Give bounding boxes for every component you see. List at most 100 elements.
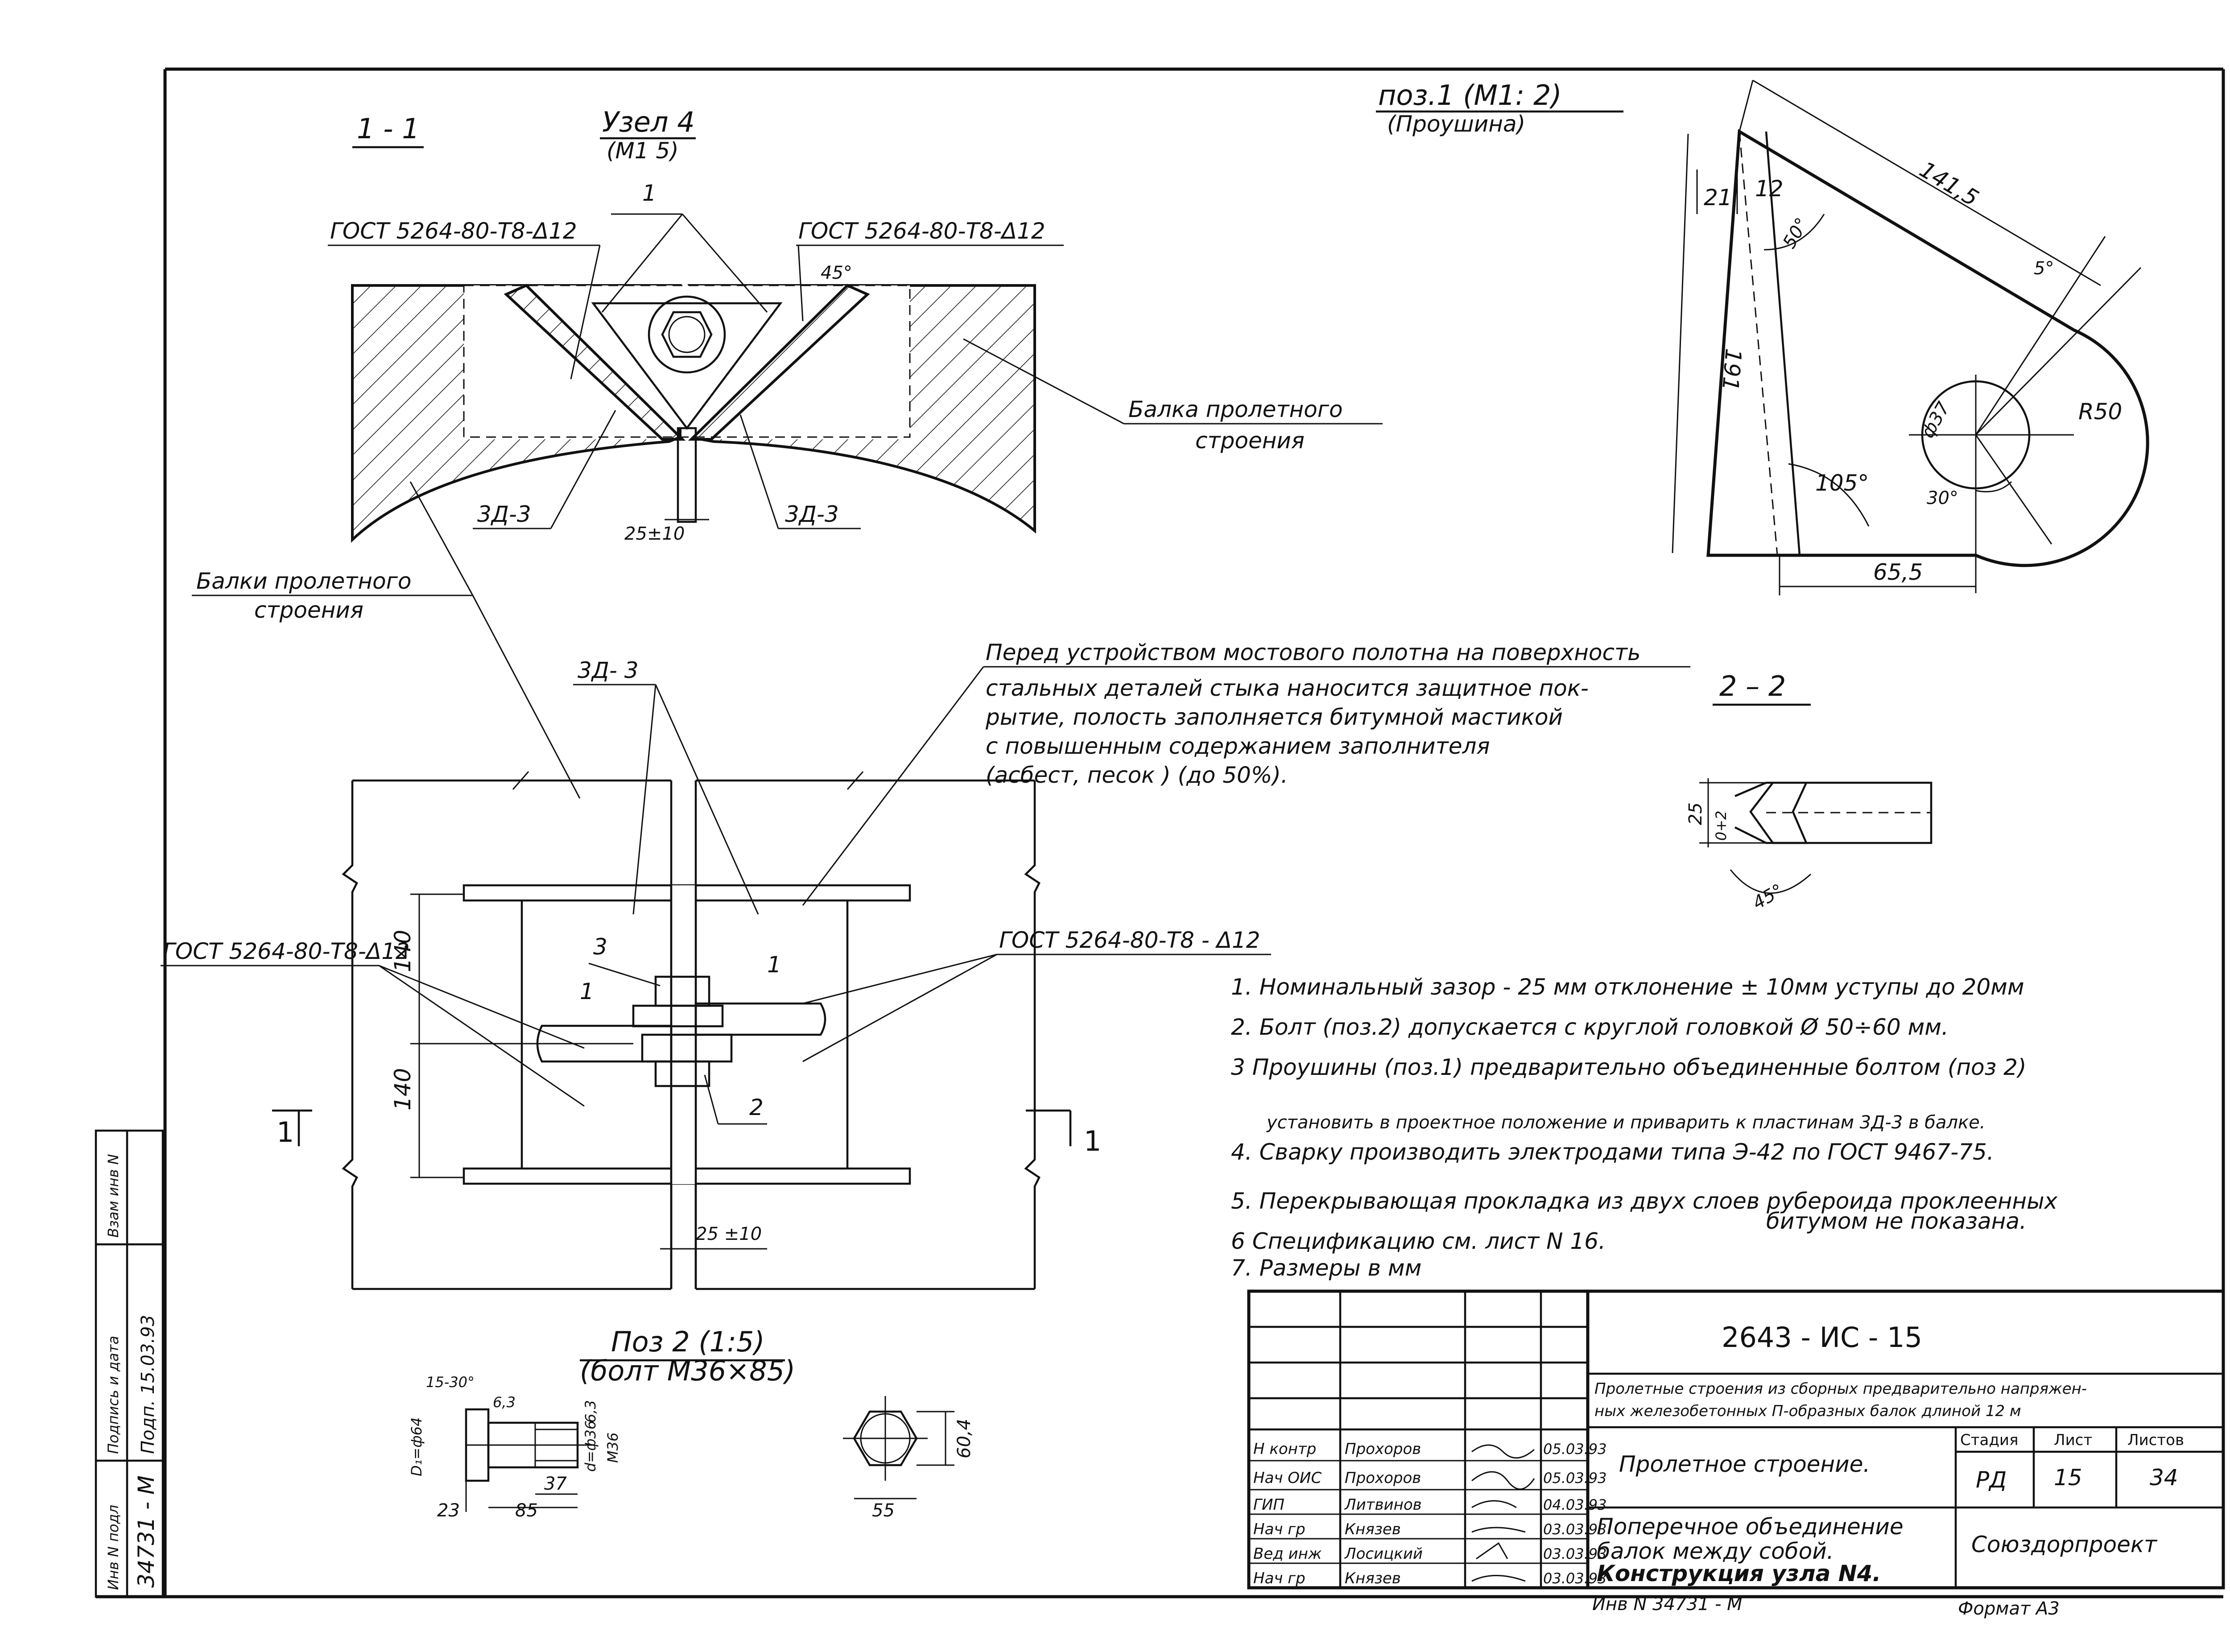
- lug-subtitle: (Проушина): [1387, 111, 1525, 137]
- sheet-frame: [96, 67, 2225, 1598]
- name-6: Князев: [1345, 1569, 1401, 1587]
- bolt-detail: Поз 2 (1:5) (болт М36×85) 15-30° 6,3 D₁=…: [408, 1326, 975, 1521]
- name-1: Прохоров: [1345, 1440, 1421, 1458]
- node-scale: (М1 5): [607, 138, 679, 164]
- note-5-cont: битумом не показана.: [1766, 1208, 2027, 1234]
- section-1-1-mark: 1 - 1: [357, 112, 420, 145]
- lug-detail: поз.1 (М1: 2) (Проушина) 141,5 21 12 50°…: [1376, 79, 2149, 595]
- beams-label-1: Балки пролетного: [196, 568, 412, 594]
- bolt-thread-d: d=ф36: [582, 1421, 599, 1472]
- gap-label-section: 25±10: [624, 524, 685, 544]
- sheet-value: 15: [2054, 1465, 2082, 1491]
- title-block: 2643 - ИС - 15 Пролетные строения из сбо…: [1247, 1289, 2225, 1619]
- role-6: Нач гр: [1253, 1569, 1305, 1587]
- stage-value: РД: [1976, 1467, 2007, 1493]
- sheets-value: 34: [2150, 1465, 2178, 1491]
- beam-label-1: Балка пролетного: [1128, 396, 1343, 422]
- bolt-d-head: D₁=ф64: [408, 1417, 425, 1476]
- beam-label-2: строения: [1195, 428, 1305, 454]
- drawing-line1: Поперечное объединение: [1597, 1514, 1904, 1540]
- pos-1-left-label: 1: [580, 979, 594, 1004]
- bolt-angle: 15-30°: [426, 1374, 475, 1391]
- project-line2: ных железобетонных П-образных балок длин…: [1594, 1402, 2021, 1420]
- gost-right-plan: ГОСТ 5264-80-Т8 - Δ12: [999, 927, 1260, 953]
- general-notes: 1. Номинальный зазор - 25 мм отклонение …: [1231, 974, 2058, 1281]
- drawing-line2: балок между собой.: [1597, 1538, 1834, 1564]
- note-6: 6 Спецификацию см. лист N 16.: [1231, 1228, 1606, 1254]
- mastic-note-line4: с повышенным содержанием заполнителя: [986, 733, 1490, 759]
- date-2: 05.03.93: [1543, 1470, 1607, 1487]
- bolt-m36: М36: [604, 1433, 621, 1463]
- bolt-head: [654, 975, 710, 1007]
- section-1-1-view: 1 - 1 Узел 4 (М1 5) 1 ГОСТ 5264-80-Т8-Δ1…: [328, 106, 1383, 544]
- lug-dim-141-5: 141,5: [1915, 157, 1983, 211]
- name-5: Лосицкий: [1344, 1545, 1423, 1563]
- date-3: 04.03.93: [1543, 1496, 1607, 1513]
- bolt-nut: [654, 1060, 710, 1087]
- lug-dim-191: 191: [1717, 347, 1747, 392]
- lug-angle-5: 5°: [2034, 258, 2054, 279]
- angle-45-label: 45°: [821, 263, 852, 283]
- lug-section: [591, 302, 783, 430]
- lug-title: поз.1 (М1: 2): [1378, 79, 1562, 112]
- sec22-dim-25: 25: [1685, 802, 1706, 825]
- lug-radius: R50: [2078, 399, 2122, 425]
- section-mark-left: 1: [277, 1116, 294, 1148]
- date-1: 05.03.93: [1543, 1441, 1607, 1458]
- plate-3d3-left: [504, 284, 686, 441]
- note-4: 4. Сварку производить электродами типа Э…: [1231, 1139, 1994, 1165]
- bolt-title: Поз 2 (1:5): [611, 1326, 765, 1358]
- format-note: Формат А3: [1958, 1598, 2060, 1619]
- plate-left-label: 3Д-3: [477, 501, 531, 527]
- lug-dim-65-5: 65,5: [1873, 559, 1923, 585]
- dim-140-top: 140: [390, 930, 416, 972]
- project-line1: Пролетные строения из сборных предварите…: [1594, 1380, 2087, 1398]
- bolt-thread-label: 6,3: [582, 1400, 599, 1423]
- sheet-title: Пролетное строение.: [1619, 1451, 1870, 1477]
- pos-3-label: 3: [593, 934, 607, 960]
- date-6: 03.03.93: [1543, 1570, 1607, 1587]
- sec22-dim-gap: 0+2: [1713, 810, 1730, 841]
- note-3-cont: установить в проектное положение и прива…: [1266, 1112, 1985, 1133]
- nut-dim-55: 55: [872, 1500, 895, 1521]
- role-4: Нач гр: [1253, 1520, 1305, 1538]
- bolt-dim-23: 23: [437, 1500, 460, 1521]
- lug-angle-105: 105°: [1815, 470, 1869, 496]
- stamp-replace-label: Взам инв N: [105, 1154, 122, 1238]
- gost-right-label: ГОСТ 5264-80-Т8-Δ12: [798, 218, 1045, 244]
- bolt-chamfer: 6,3: [493, 1394, 516, 1411]
- gost-left-plan: ГОСТ 5264-80-Т8-Δ12: [163, 938, 410, 964]
- side-stamp: Инв N подл 34731 - М Подпись и дата Подп…: [95, 1129, 164, 1598]
- role-2: Нач ОИС: [1253, 1469, 1321, 1487]
- lug-dim-12: 12: [1755, 176, 1784, 202]
- date-5: 03.03.93: [1543, 1545, 1607, 1562]
- name-2: Прохоров: [1345, 1469, 1421, 1487]
- note-1: 1. Номинальный зазор - 25 мм отклонение …: [1231, 974, 2024, 1000]
- stamp-sign-value: Подп. 15.03.93: [138, 1315, 158, 1454]
- pos-1-right-label: 1: [767, 952, 781, 978]
- gap-label-plan: 25 ±10: [696, 1224, 762, 1244]
- gost-left-label: ГОСТ 5264-80-Т8-Δ12: [330, 218, 577, 244]
- col-sheets: Листов: [2127, 1431, 2184, 1449]
- col-sheet: Лист: [2054, 1431, 2092, 1449]
- sec22-angle: 45°: [1749, 880, 1787, 913]
- stamp-sign-label: Подпись и дата: [105, 1336, 122, 1454]
- role-1: Н контр: [1253, 1440, 1316, 1458]
- mastic-note-line5: (асбест, песок ) (до 50%).: [986, 762, 1288, 788]
- organization: Союздорпроект: [1971, 1532, 2158, 1557]
- role-5: Вед инж: [1253, 1545, 1322, 1563]
- pos-1-label: 1: [642, 180, 657, 206]
- col-stage: Стадия: [1960, 1431, 2018, 1449]
- name-3: Литвинов: [1344, 1496, 1422, 1514]
- lug-left: [536, 1024, 673, 1063]
- role-3: ГИП: [1253, 1496, 1284, 1514]
- stamp-inv-value: 34731 - М: [133, 1475, 159, 1588]
- plate-label-plan: 3Д- 3: [578, 657, 639, 683]
- note-3: 3 Проушины (поз.1) предварительно объеди…: [1231, 1054, 2026, 1080]
- inventory-note: Инв N 34731 - М: [1592, 1594, 1743, 1615]
- mastic-note-line1: Перед устройством мостового полотна на п…: [986, 640, 1641, 665]
- lug-right: [694, 1002, 826, 1036]
- bolt-subtitle: (болт М36×85): [580, 1355, 795, 1387]
- nut-dim-60-4: 60,4: [954, 1419, 975, 1458]
- section-2-2-view: 2 – 2 25 0+2 45°: [1685, 670, 1933, 914]
